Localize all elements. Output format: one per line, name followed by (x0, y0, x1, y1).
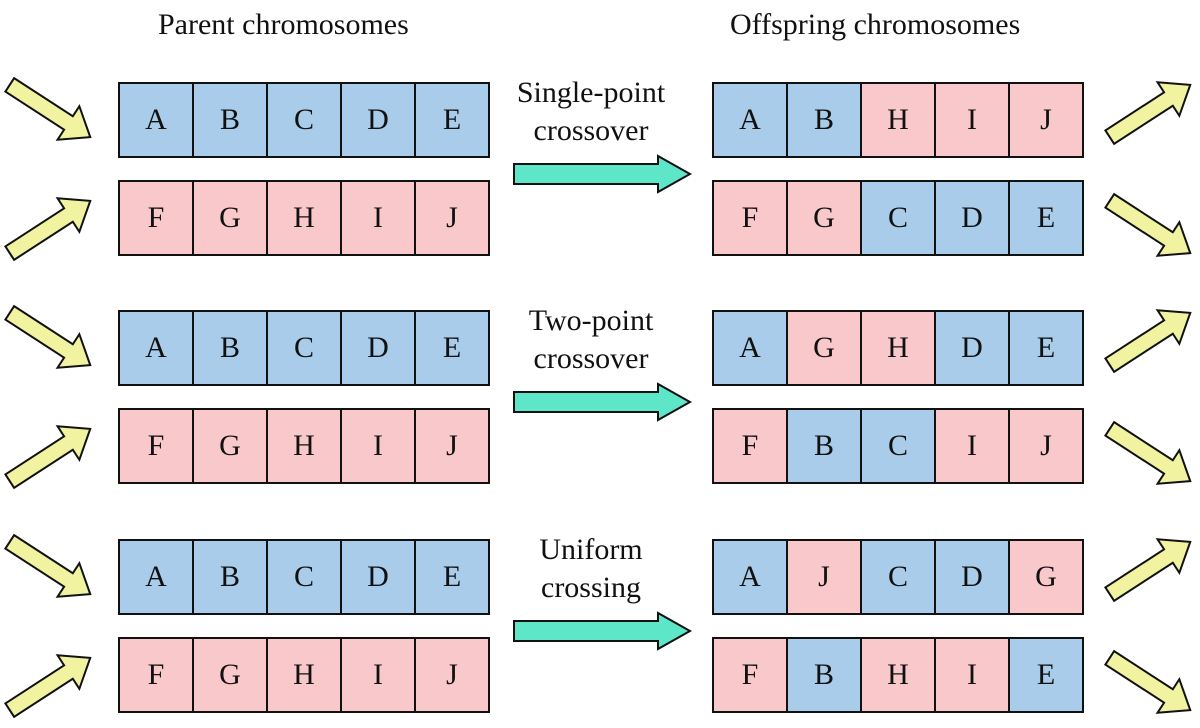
gene-cell: J (416, 410, 490, 482)
gene-cell: A (714, 312, 788, 384)
gene-cell: E (1010, 182, 1084, 254)
gene-cell: J (416, 182, 490, 254)
gene-cell: H (268, 182, 342, 254)
gene-cell: G (788, 182, 862, 254)
gene-cell: I (936, 84, 1010, 156)
gene-cell: I (342, 639, 416, 711)
gene-cell: B (194, 312, 268, 384)
gene-cell: H (862, 84, 936, 156)
gene-cell: B (788, 410, 862, 482)
crossover-type-label-line: Uniform (539, 533, 643, 566)
input-arrow-icon (4, 425, 92, 490)
gene-cell: C (268, 312, 342, 384)
input-arrow-icon (4, 304, 92, 369)
gene-cell: J (416, 639, 490, 711)
gene-cell: F (714, 410, 788, 482)
gene-cell: E (1010, 639, 1084, 711)
input-arrow-icon (4, 197, 92, 262)
output-arrow-icon (1104, 192, 1192, 257)
crossover-arrow-icon (513, 154, 692, 194)
gene-cell: C (862, 410, 936, 482)
gene-cell: D (936, 182, 1010, 254)
gene-cell: B (194, 84, 268, 156)
gene-cell: I (936, 639, 1010, 711)
gene-cell: C (268, 541, 342, 613)
gene-cell: H (862, 312, 936, 384)
gene-cell: F (120, 410, 194, 482)
gene-cell: I (342, 182, 416, 254)
output-arrow-icon (1104, 81, 1192, 146)
gene-cell: D (342, 312, 416, 384)
crossover-type-label: Uniform crossing (496, 531, 686, 607)
gene-cell: B (788, 639, 862, 711)
gene-cell: H (268, 639, 342, 711)
gene-cell: J (788, 541, 862, 613)
gene-cell: G (194, 410, 268, 482)
gene-cell: E (1010, 312, 1084, 384)
crossover-type-label-line: Single-point (516, 76, 666, 109)
output-arrow-icon (1104, 420, 1192, 485)
gene-cell: E (416, 312, 490, 384)
gene-cell: C (268, 84, 342, 156)
gene-cell: G (194, 639, 268, 711)
gene-cell: F (120, 639, 194, 711)
gene-cell: G (788, 312, 862, 384)
gene-cell: F (714, 639, 788, 711)
crossover-type-label-line: crossover (533, 342, 649, 375)
gene-cell: I (936, 410, 1010, 482)
gene-cell: A (120, 84, 194, 156)
gene-cell: G (194, 182, 268, 254)
crossover-type-label: Single-point crossover (496, 74, 686, 150)
gene-cell: A (120, 541, 194, 613)
gene-cell: E (416, 541, 490, 613)
gene-cell: C (862, 182, 936, 254)
gene-cell: B (194, 541, 268, 613)
gene-cell: D (936, 541, 1010, 613)
crossover-type-label-line: crossover (533, 114, 649, 147)
gene-cell: C (862, 541, 936, 613)
gene-cell: A (714, 541, 788, 613)
gene-cell: I (342, 410, 416, 482)
parent-chromosomes-title: Parent chromosomes (158, 8, 409, 41)
gene-cell: D (342, 541, 416, 613)
output-arrow-icon (1104, 649, 1192, 714)
gene-cell: A (120, 312, 194, 384)
gene-cell: G (1010, 541, 1084, 613)
gene-cell: D (342, 84, 416, 156)
gene-cell: J (1010, 84, 1084, 156)
gene-cell: F (714, 182, 788, 254)
gene-cell: J (1010, 410, 1084, 482)
crossover-type-label: Two-point crossover (496, 302, 686, 378)
output-arrow-icon (1104, 309, 1192, 374)
gene-cell: D (936, 312, 1010, 384)
gene-cell: H (268, 410, 342, 482)
input-arrow-icon (4, 76, 92, 141)
input-arrow-icon (4, 533, 92, 598)
offspring-chromosomes-title: Offspring chromosomes (730, 8, 1021, 41)
crossover-type-label-line: Two-point (528, 304, 654, 337)
gene-cell: A (714, 84, 788, 156)
crossover-arrow-icon (513, 611, 692, 651)
crossover-type-label-line: crossing (541, 571, 641, 604)
output-arrow-icon (1104, 538, 1192, 603)
input-arrow-icon (4, 654, 92, 719)
gene-cell: B (788, 84, 862, 156)
crossover-arrow-icon (513, 382, 692, 422)
gene-cell: F (120, 182, 194, 254)
gene-cell: E (416, 84, 490, 156)
gene-cell: H (862, 639, 936, 711)
